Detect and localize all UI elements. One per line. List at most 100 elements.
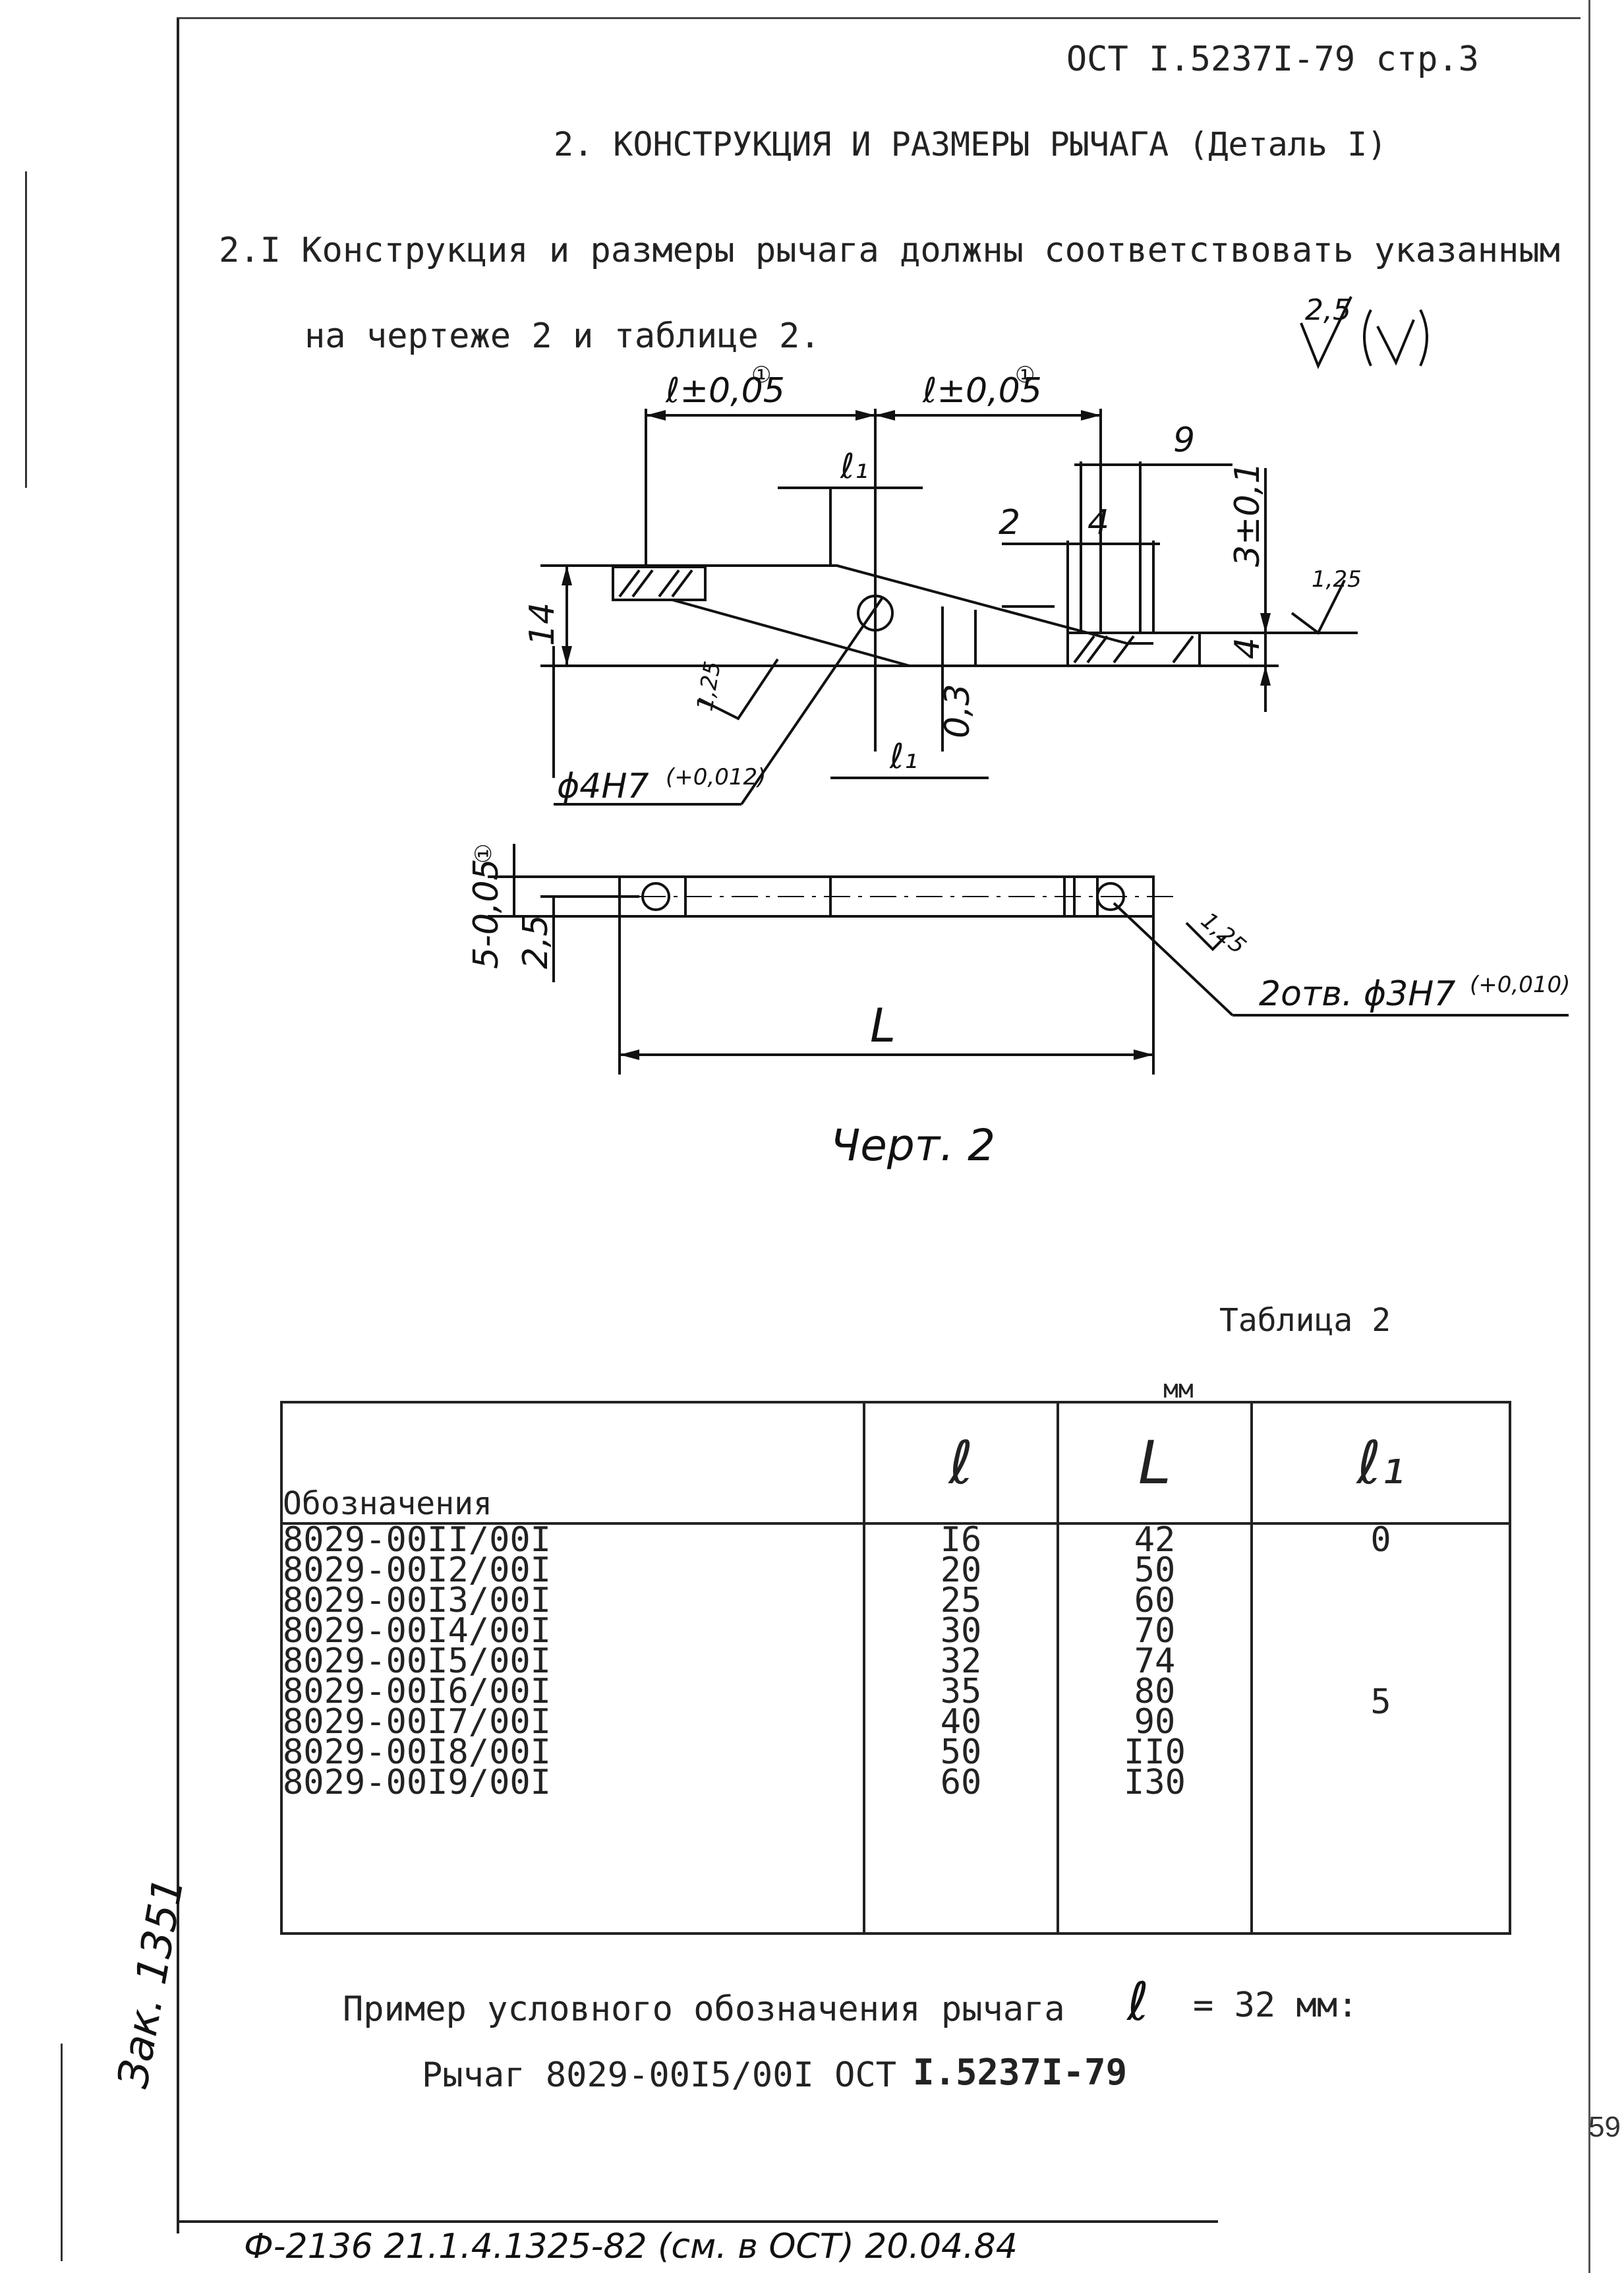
holes-leader [1113,902,1234,1017]
table-caption: Таблица 2 [1219,1302,1391,1339]
roughness-check-mark [1300,296,1352,369]
example-text: Пример условного обозначения рычага [343,1990,1065,2029]
table-cell-L: I30 [1124,1763,1186,1802]
example-value: = 32 мм: [1193,1986,1358,2025]
table-cell-l: 20 [940,1550,982,1590]
arrow [1081,410,1101,421]
header-l: ℓ [863,1401,1059,1525]
table-cell-designation: 8029-00II/00I [283,1520,551,1560]
arrow [646,410,666,421]
table-cell-l: 60 [940,1763,982,1802]
arrow [562,646,572,666]
L-column: 42 50 60 70 74 80 90 II0 I30 [1057,1522,1253,1935]
table-cell-designation: 8029-00I2/00I [283,1550,551,1590]
bore-leader [740,595,884,806]
table-cell-l: 50 [940,1732,982,1772]
dim-rough-right: 1,25 [1312,566,1362,593]
example-designation: Рычаг 8029-00I5/00I ОСТ [422,2055,897,2095]
dim-thickness-mark: ① [471,844,497,864]
arrow [1134,1049,1153,1060]
dim-rough-side: 1,25 [1196,907,1251,959]
dim-four: 4 [1088,503,1109,543]
lever-bottom-edge [612,566,1201,667]
roughness-symbol: 2,5 [1300,293,1428,369]
table-cell-designation: 8029-00I3/00I [283,1581,551,1620]
dim-holes-tol: (+0,010) [1470,972,1570,998]
dim-rough-left: 1,25 [691,659,726,713]
clause-text-line1: 2.I Конструкция и размеры рычага должны … [219,231,1560,270]
dim-l1-top: ℓ₁ [840,447,868,487]
dim-bore: ϕ4H7 [557,767,649,806]
margin-line [25,171,27,488]
table-cell-l: 35 [940,1672,982,1711]
frame-top-border [177,17,1580,19]
dim-two: 2 [999,503,1020,543]
dimensions-table: Обозначения ℓ L ℓ₁ 8029-00II/00I 8029-00… [280,1401,1511,1935]
header-L: L [1057,1401,1253,1525]
dim-three: 3±0,1 [1228,462,1267,567]
left-boss [612,566,707,601]
l-column: I6 20 25 30 32 35 40 50 60 [863,1520,1059,1935]
table-cell-designation: 8029-00I6/00I [283,1672,551,1711]
right-boss [1066,632,1201,667]
left-boss-hatching [618,569,693,598]
table-cell-l1: 0 [1370,1520,1391,1560]
dim-holes: 2отв. ϕ3H7 [1259,974,1455,1014]
rough-mark-side [1185,922,1227,951]
roughness-inner-check [1376,319,1415,366]
frame-right-border [1588,0,1590,2273]
table-cell-L: II0 [1124,1732,1186,1772]
table-cell-l: 30 [940,1611,982,1651]
dim-fourteen: 14 [523,603,562,646]
table-cell-l1: 5 [1370,1682,1391,1722]
dim-l-left: ℓ±0,05 [665,371,785,411]
frame-bottom-border [177,2220,1218,2223]
table-cell-designation: 8029-00I4/00I [283,1611,551,1651]
table-cell-designation: 8029-00I9/00I [283,1763,551,1802]
table-cell-designation: 8029-00I7/00I [283,1702,551,1742]
rough-mark-right [1290,579,1346,635]
doc-number: ОСТ I.5237I-79 стр.3 [1066,40,1479,79]
example-standard: I.5237I-79 [913,2052,1128,2093]
dim-two-five: 2,5 [516,914,556,969]
table-cell-L: 90 [1134,1702,1176,1742]
table-cell-l: 40 [940,1702,982,1742]
roughness-paren-left [1363,309,1372,367]
dim-l1-bottom: ℓ₁ [889,737,917,777]
section-title: 2. КОНСТРУКЦИЯ И РАЗМЕРЫ РЫЧАГА (Деталь … [554,125,1387,163]
dimension-arrows [562,410,1271,1060]
dim-mark-right: ① [1015,362,1035,388]
example-symbol: ℓ [1127,1971,1149,2032]
table-cell-L: 60 [1134,1581,1176,1620]
dim-bore-tol: (+0,012) [666,764,766,790]
table-cell-l: 32 [940,1641,982,1681]
roughness-paren-right [1419,309,1428,367]
table-cell-spacer [1253,1555,1509,1687]
dim-length: L [870,999,896,1053]
dim-l-right: ℓ±0,05 [922,371,1042,411]
table-cell-L: 80 [1134,1672,1176,1711]
lever-top-edge [613,564,1153,645]
lever-drawing: ℓ±0,05 ① ℓ±0,05 ① ℓ₁ 9 2 4 1,25 3±0,1 4 … [467,362,1570,1171]
table-cell-L: 50 [1134,1550,1176,1590]
right-boss-hatching [1073,635,1194,664]
header-designation: Обозначения [280,1401,865,1525]
dim-four-right: 4 [1228,637,1267,659]
table-body-row: 8029-00II/00I 8029-00I2/00I 8029-00I3/00… [280,1520,1511,1935]
frame-left-border [177,18,179,2233]
arrow [620,1049,639,1060]
arrow [875,410,895,421]
dim-nine: 9 [1173,421,1195,460]
rough-mark-left [698,658,779,721]
dim-mark-left: ① [751,362,771,388]
drawing-caption: Черт. 2 [830,1120,995,1171]
table-cell-designation: 8029-00I5/00I [283,1641,551,1681]
table-cell-l: 25 [940,1581,982,1620]
handwritten-footnote: Ф-2136 21.1.4.1325-82 (см. в ОСТ) 20.04.… [244,2227,1018,2266]
page-number: 59 [1588,2111,1621,2143]
table-cell-L: 70 [1134,1611,1176,1651]
table-cell-designation: 8029-00I8/00I [283,1732,551,1772]
table-cell-l: I6 [940,1520,982,1560]
table-header-row: Обозначения ℓ L ℓ₁ [280,1401,1511,1525]
arrow [562,566,572,585]
